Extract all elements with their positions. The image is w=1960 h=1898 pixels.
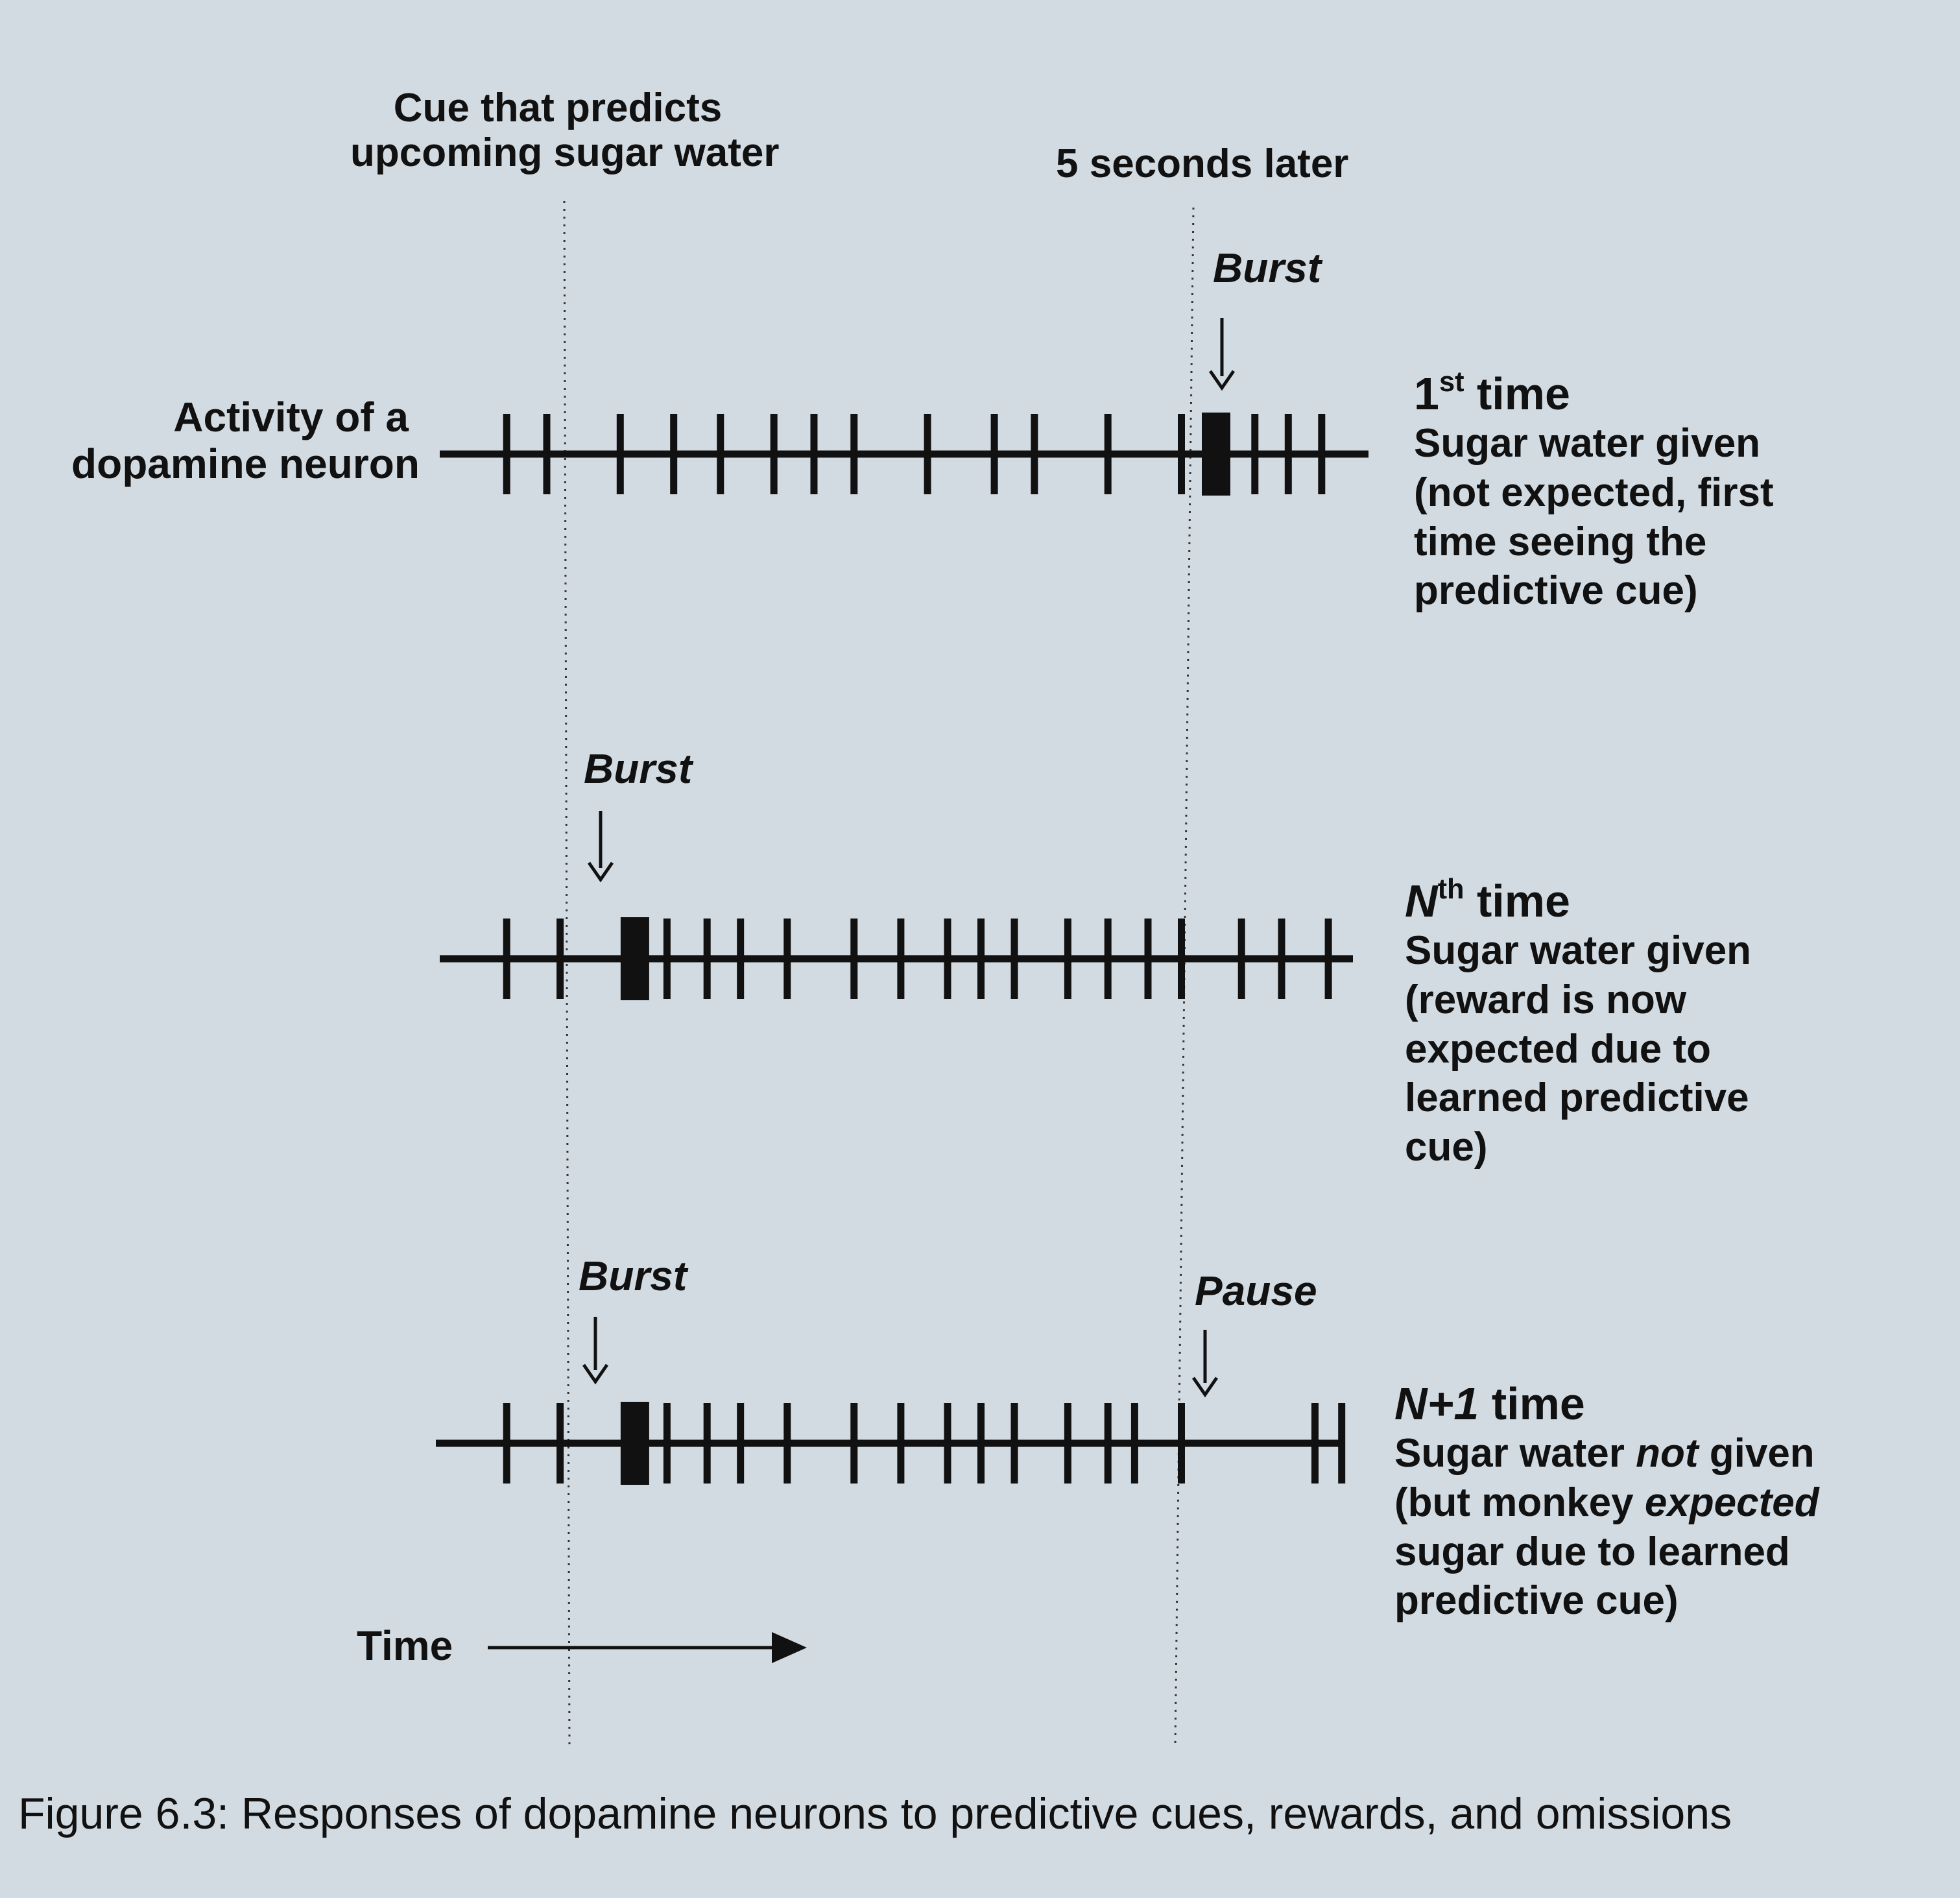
pause-label-row3: Pause [1195, 1267, 1317, 1314]
row-n1-text: N+1 time Sugar water not given(but monke… [1394, 1378, 1819, 1626]
row-first-text: 1st time Sugar water given(not expected,… [1414, 368, 1774, 616]
arrow-burst-row1-head [1208, 370, 1236, 391]
burst-block-n1 [620, 1402, 649, 1485]
burst-block-nth [620, 917, 649, 1000]
cue-label-line2: upcoming sugar water [350, 130, 780, 176]
burst-label-row3: Burst [579, 1253, 687, 1299]
row-nth-title: Nth time [1405, 873, 1570, 926]
burst-label-row1: Burst [1213, 245, 1322, 291]
cue-label-line1: Cue that predicts [393, 86, 723, 130]
time-label: Time [357, 1622, 453, 1669]
time-arrow-head [772, 1632, 807, 1663]
cue-guide-line [563, 200, 571, 1746]
y-axis-label: Activity of a dopamine neuron [71, 394, 420, 487]
row-n1-desc: Sugar water not given(but monkey expecte… [1394, 1431, 1819, 1624]
burst-block-first [1202, 413, 1230, 496]
y-axis-label-line2: dopamine neuron [71, 440, 420, 487]
row-nth-text: Nth time Sugar water given(reward is now… [1405, 873, 1752, 1172]
row-n1-title: N+1 time [1394, 1378, 1585, 1429]
arrow-burst-row3-head [582, 1363, 609, 1385]
y-axis-label-line1: Activity of a [173, 394, 409, 440]
later-label: 5 seconds later [1056, 141, 1349, 186]
figure-caption: Figure 6.3: Responses of dopamine neuron… [18, 1789, 1732, 1838]
burst-label-row2: Burst [584, 745, 693, 792]
arrow-burst-row2-head [587, 861, 614, 883]
cue-label: Cue that predicts upcoming sugar water [350, 86, 780, 176]
row-first-title: 1st time [1414, 366, 1570, 419]
arrow-pause-row3-head [1191, 1376, 1219, 1398]
